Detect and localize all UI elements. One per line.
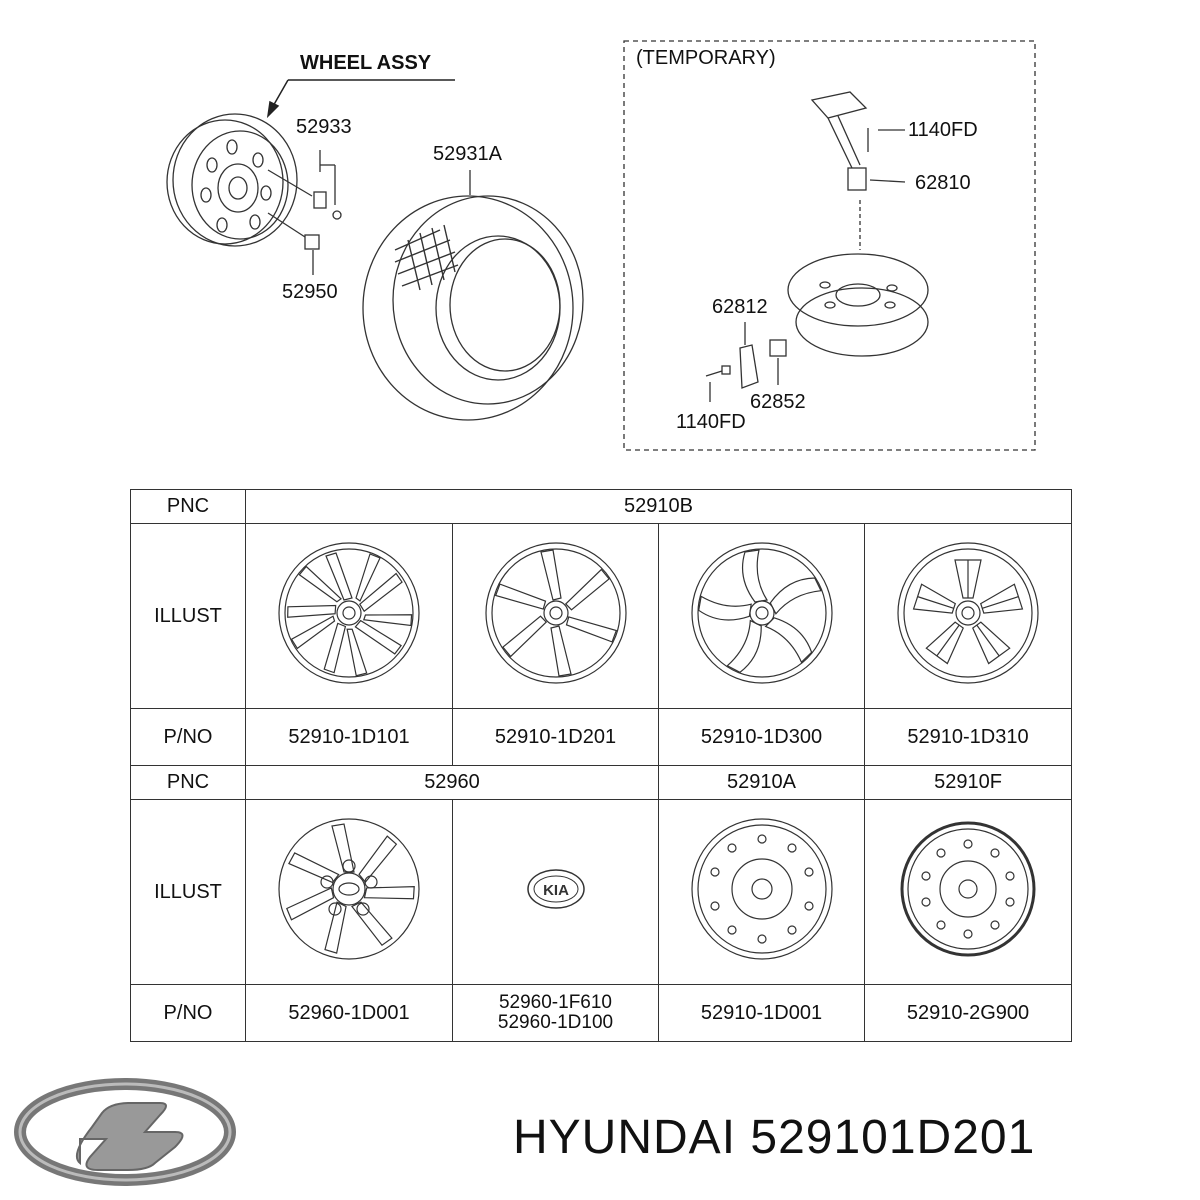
illust-label: ILLUST	[130, 799, 246, 985]
part-number-line: 52960-1F610	[498, 992, 613, 1013]
table-row: PNC 52910B	[130, 489, 1073, 524]
callout-bracket: 62812	[712, 296, 768, 318]
part-number-cell: 52910-1D201	[452, 708, 659, 766]
alloy-wheel-icon	[897, 542, 1039, 684]
callout-pad: 62852	[750, 391, 806, 413]
pnc-value: 52910B	[244, 489, 1073, 524]
part-number-cell: 52910-1D300	[658, 708, 865, 766]
table-row: P/NO 52960-1D001 52960-1F610 52960-1D100…	[130, 984, 1073, 1042]
pnc-label: PNC	[130, 489, 246, 524]
spare-carrier	[810, 91, 906, 250]
steel-wheel-icon	[900, 821, 1036, 957]
illust-cell	[863, 799, 1073, 985]
illust-cell	[658, 523, 865, 709]
wheel-assy-arrow	[266, 79, 455, 119]
table-row: ILLUST	[130, 523, 1073, 709]
tire	[362, 170, 584, 421]
table-row: ILLUST KIA	[130, 799, 1073, 985]
temporary-title: (TEMPORARY)	[636, 47, 776, 69]
callout-nut: 52950	[282, 281, 338, 303]
cap-logo-text: KIA	[543, 882, 569, 899]
temporary-frame	[623, 40, 1036, 451]
pnc-value: 52910A	[658, 765, 865, 800]
part-number-cell: 52910-1D101	[245, 708, 453, 766]
illust-cell	[245, 799, 453, 985]
illust-cell	[863, 523, 1073, 709]
illust-cell	[452, 523, 659, 709]
part-number-cell: 52960-1D001	[245, 984, 453, 1042]
tire-tread	[394, 224, 459, 291]
pno-label: P/NO	[130, 708, 246, 766]
steel-wheel	[166, 113, 298, 247]
callout-valve: 52933	[296, 116, 352, 138]
wheel-assembly-diagram	[166, 40, 1036, 451]
part-number-cell: 52960-1F610 52960-1D100	[452, 984, 659, 1042]
table-row: P/NO 52910-1D101 52910-1D201 52910-1D300…	[130, 708, 1073, 766]
part-number-cell: 52910-1D001	[658, 984, 865, 1042]
wheel-assy-title: WHEEL ASSY	[300, 52, 432, 74]
alloy-wheel-icon	[278, 542, 420, 684]
callout-tire: 52931A	[433, 143, 502, 165]
hyundai-logo-icon	[14, 1078, 236, 1186]
alloy-wheel-icon	[484, 542, 627, 684]
pnc-value: 52960	[245, 765, 659, 800]
illust-label: ILLUST	[130, 523, 246, 709]
alloy-wheel-icon	[690, 542, 833, 684]
wheel-cover-icon	[278, 818, 420, 960]
nut-part	[267, 212, 320, 275]
parts-table: PNC 52910B ILLUST	[130, 489, 1073, 1042]
pnc-value: 52910F	[863, 765, 1073, 800]
callout-bolt-bottom: 1140FD	[676, 411, 746, 433]
illust-cell	[658, 799, 865, 985]
steel-wheel-icon	[690, 818, 833, 960]
brand-title: HYUNDAI 529101D201	[513, 1110, 1035, 1165]
callout-carrier: 62810	[915, 172, 971, 194]
brand-part-number: 529101D201	[750, 1111, 1036, 1164]
callout-bolt-top: 1140FD	[908, 119, 978, 141]
part-number-line: 52960-1D100	[497, 1012, 614, 1033]
bracket-parts	[705, 322, 787, 402]
brand-name: HYUNDAI	[513, 1111, 737, 1164]
part-number-cell: 52910-1D310	[863, 708, 1073, 766]
pnc-label: PNC	[130, 765, 246, 800]
illust-cell	[245, 523, 453, 709]
part-number-cell: 52910-2G900	[863, 984, 1073, 1042]
illust-cell: KIA	[452, 799, 659, 985]
pno-label: P/NO	[130, 984, 246, 1042]
spare-wheel	[787, 253, 929, 357]
valve-part	[267, 150, 342, 220]
table-row: PNC 52960 52910A 52910F	[130, 765, 1073, 800]
center-cap-icon: KIA	[526, 869, 585, 909]
